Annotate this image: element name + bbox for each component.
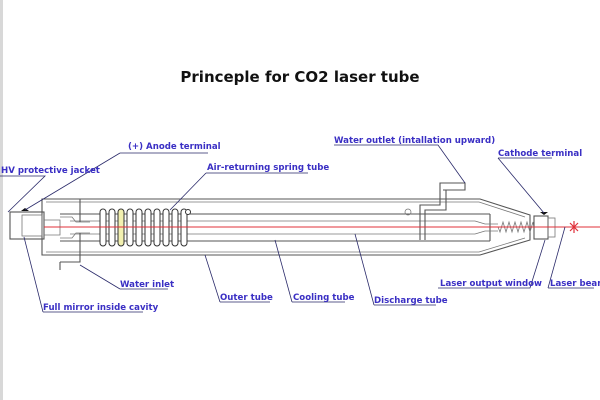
label-water-inlet: Water inlet xyxy=(120,280,174,290)
label-air-returning-spring-tube: Air-returning spring tube xyxy=(207,163,329,173)
label-hv-protective-jacket: HV protective jacket xyxy=(1,166,100,176)
label-cooling-tube: Cooling tube xyxy=(293,293,355,303)
spring-coil xyxy=(153,208,161,247)
label-cathode-terminal: Cathode terminal xyxy=(498,149,582,159)
spring-coil xyxy=(108,208,116,247)
outer-tube xyxy=(41,198,531,256)
cathode-end xyxy=(497,212,556,240)
image-border xyxy=(0,0,3,400)
label-outer-tube: Outer tube xyxy=(220,293,273,303)
spring-coil xyxy=(99,208,107,247)
leader-lines xyxy=(0,144,594,313)
spring-coil xyxy=(180,208,188,247)
laser-spot-icon xyxy=(569,221,579,233)
label-laser-output-window: Laser output window xyxy=(440,279,542,289)
spring-coil xyxy=(126,208,134,247)
diagram-title: Princeple for CO2 laser tube xyxy=(180,68,420,86)
air-returning-spring xyxy=(99,208,191,247)
label-anode-terminal: (+) Anode terminal xyxy=(128,142,221,152)
spring-end xyxy=(185,209,191,215)
spring-coil xyxy=(162,208,170,247)
label-laser-beam: Laser beam xyxy=(550,279,600,289)
spring-coil xyxy=(117,208,125,247)
label-water-outlet: Water outlet (intallation upward) xyxy=(334,136,495,146)
water-outlet-pipe xyxy=(404,182,466,240)
label-discharge-tube: Discharge tube xyxy=(374,296,448,306)
label-full-mirror: Full mirror inside cavity xyxy=(43,303,159,313)
spring-coil xyxy=(144,208,152,247)
discharge-tube xyxy=(70,220,498,235)
spring-coil xyxy=(171,208,179,247)
anode-end-cap xyxy=(9,199,90,270)
spring-coil xyxy=(135,208,143,247)
